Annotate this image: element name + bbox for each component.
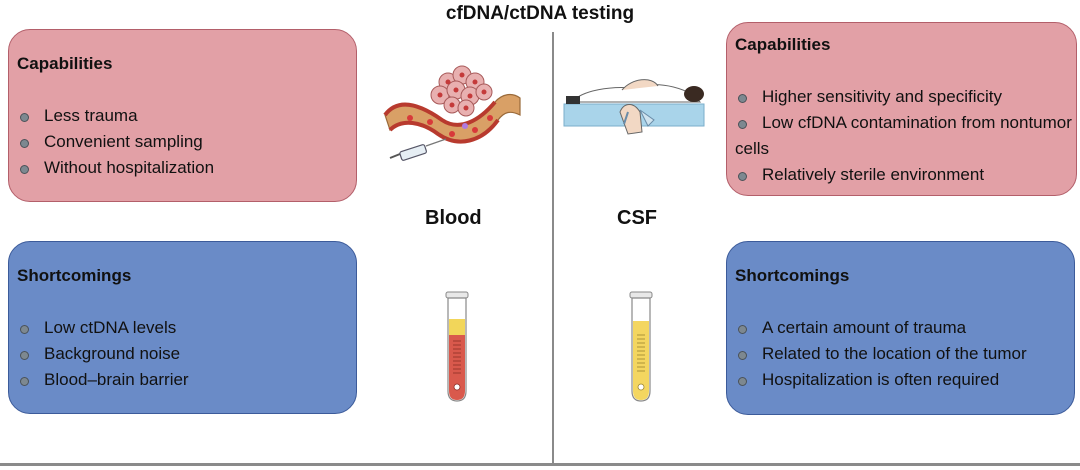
blood-shortcomings-box: Shortcomings Low ctDNA levels Background… [8,241,357,414]
blood-tube-icon [445,291,469,402]
blood-label: Blood [425,207,482,229]
bottom-divider [0,463,1080,466]
blood-capabilities-box: Capabilities Less trauma Convenient samp… [8,29,357,202]
csf-shortcomings-box: Shortcomings A certain amount of trauma … [726,241,1075,415]
blood-capabilities-list: Less trauma Convenient sampling Without … [17,103,352,181]
csf-shortcomings-list: A certain amount of trauma Related to th… [735,315,1070,393]
lumbar-puncture-illustration [563,79,705,135]
blood-vessel-tumor-illustration [383,65,521,144]
list-item: Without hospitalization [17,155,352,181]
blood-shortcomings-heading: Shortcomings [17,266,132,285]
list-item: A certain amount of trauma [735,315,1070,341]
list-item: Blood–brain barrier [17,367,352,393]
list-item: Related to the location of the tumor [735,341,1070,367]
center-divider [552,32,554,464]
list-item: Hospitalization is often required [735,367,1070,393]
list-item: Less trauma [17,103,352,129]
list-item: Background noise [17,341,352,367]
blood-shortcomings-list: Low ctDNA levels Background noise Blood–… [17,315,352,393]
list-item: Low ctDNA levels [17,315,352,341]
csf-shortcomings-heading: Shortcomings [735,266,850,285]
list-item: Low cfDNA contamination from nontumor ce… [735,110,1072,162]
csf-capabilities-list: Higher sensitivity and specificity Low c… [735,84,1072,188]
list-item: Relatively sterile environment [735,162,1072,188]
list-item: Convenient sampling [17,129,352,155]
syringe-icon [389,138,447,161]
csf-label: CSF [617,207,657,229]
csf-capabilities-heading: Capabilities [735,35,831,54]
blood-capabilities-heading: Capabilities [17,54,113,73]
csf-capabilities-box: Capabilities Higher sensitivity and spec… [726,22,1077,196]
csf-tube-icon [629,291,653,402]
list-item: Higher sensitivity and specificity [735,84,1072,110]
diagram-title: cfDNA/ctDNA testing [445,3,635,24]
